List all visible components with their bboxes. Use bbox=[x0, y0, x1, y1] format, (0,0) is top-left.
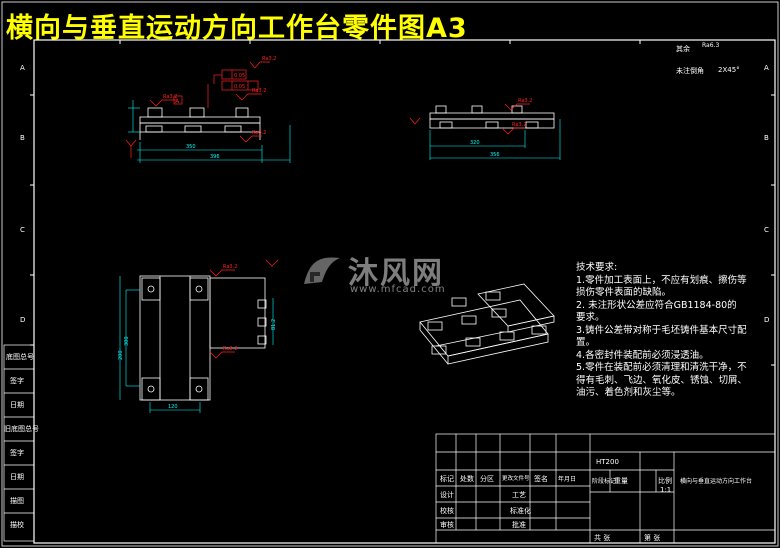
dim-120: 120 bbox=[168, 404, 178, 410]
dim-81: 81.2 bbox=[271, 319, 277, 330]
tb-cell-count: 处数 bbox=[460, 475, 474, 483]
tb-cell-stage: 阶段标记 bbox=[592, 478, 617, 485]
notes-line-1: 1.零件加工表面上，不应有划痕、擦伤等 bbox=[576, 274, 747, 286]
tb-cell-approve: 批准 bbox=[512, 521, 526, 529]
tolerance-2: 0.05 bbox=[234, 84, 245, 90]
tb-cell-design: 设计 bbox=[440, 491, 454, 499]
edge-letter-a: A bbox=[20, 64, 25, 72]
front-view-left: 350 396 A 0.05 0.05 Ra3.2 Ra3.2 Ra3.2 Ra… bbox=[125, 56, 291, 163]
ra-label-4: Ra3.2 bbox=[252, 130, 266, 136]
strip-label-3: 日期 bbox=[10, 401, 24, 409]
tb-material: HT200 bbox=[596, 458, 619, 466]
tb-cell-date: 年月日 bbox=[558, 476, 577, 483]
notes-line-10: 油污、着色剂和灰尘等。 bbox=[576, 387, 681, 398]
tolerance-1: 0.05 bbox=[234, 73, 245, 79]
ra-label-5: Ra3.2 bbox=[518, 98, 532, 104]
chamfer-label: 未注倒角 bbox=[676, 67, 704, 75]
isometric-view bbox=[419, 283, 555, 365]
edge-letter-c: C bbox=[20, 226, 25, 234]
surface-other-label: 其余 bbox=[676, 45, 690, 53]
notes-line-2: 损伤零件表面的缺陷。 bbox=[576, 287, 672, 298]
strip-label-7: 描图 bbox=[10, 497, 24, 505]
drawing-title: 横向与垂直运动方向工作台零件图A3 bbox=[6, 13, 468, 44]
tb-cell-zone: 分区 bbox=[480, 475, 494, 483]
edge-letter-b: B bbox=[20, 134, 25, 142]
datum-label: A bbox=[175, 98, 180, 105]
title-block-grid bbox=[435, 433, 776, 544]
dim-356: 356 bbox=[490, 152, 500, 158]
top-view: 300 200 120 81.2 Ra3.2 Ra3.2 bbox=[118, 259, 279, 413]
notes-heading: 技术要求: bbox=[576, 262, 618, 273]
ra-label-8: Ra3.2 bbox=[223, 346, 237, 352]
dim-300: 300 bbox=[124, 336, 130, 346]
tb-cell-sheet-no: 第 张 bbox=[644, 534, 661, 542]
tb-cell-sign: 签名 bbox=[534, 475, 548, 483]
ra-label-6: Ra3.2 bbox=[512, 122, 526, 128]
tb-cell-process: 工艺 bbox=[512, 491, 526, 499]
edge-letter-b-right: B bbox=[764, 134, 769, 142]
dim-350: 350 bbox=[186, 144, 196, 150]
dim-320: 320 bbox=[470, 140, 480, 146]
tb-cell-standard: 标准化 bbox=[510, 507, 531, 515]
tb-cell-review: 审核 bbox=[440, 521, 454, 529]
tb-cell-scale: 比例 bbox=[658, 477, 672, 485]
watermark-brand: 沐风网 bbox=[348, 256, 444, 291]
ra-label-7: Ra3.2 bbox=[223, 264, 237, 270]
strip-label-2: 签字 bbox=[10, 377, 24, 385]
notes-line-6: 置。 bbox=[576, 337, 596, 348]
tb-scale-value: 1:1 bbox=[660, 486, 672, 494]
left-record-strip bbox=[3, 344, 35, 542]
strip-label-5: 签字 bbox=[10, 449, 24, 457]
notes-line-5: 3.铸件公差带对称于毛坯铸件基本尺寸配 bbox=[576, 324, 747, 336]
edge-letter-c-right: C bbox=[764, 226, 769, 234]
edge-letter-d-right: D bbox=[764, 316, 770, 324]
ra-label-1: Ra3.2 bbox=[163, 94, 177, 100]
chamfer-value: 2X45° bbox=[718, 66, 740, 74]
notes-line-8: 5.零件在装配前必须清理和清洗干净，不 bbox=[576, 362, 747, 373]
ra-label-2: Ra3.2 bbox=[262, 56, 276, 62]
dim-200: 200 bbox=[118, 350, 124, 360]
surface-other-value: Ra6.3 bbox=[702, 42, 720, 49]
side-view-right: 320 356 Ra3.2 Ra3.2 bbox=[409, 98, 561, 160]
watermark-logo-icon bbox=[304, 257, 340, 284]
ra-label-3: Ra3.2 bbox=[252, 88, 266, 94]
notes-line-7: 4.各密封件装配前必须浸透油。 bbox=[576, 349, 709, 361]
tb-cell-check: 校核 bbox=[440, 507, 454, 515]
strip-label-6: 日期 bbox=[10, 473, 24, 481]
edge-letter-a-right: A bbox=[764, 64, 769, 72]
tb-cell-change: 更改文件号 bbox=[502, 476, 530, 482]
dim-396: 396 bbox=[210, 154, 220, 160]
tb-cell-weight: 重量 bbox=[614, 477, 628, 485]
tb-part-name: 横向与垂直运动方向工作台 bbox=[680, 478, 753, 485]
strip-label-1: 底图总号 bbox=[6, 353, 34, 361]
tb-cell-mark: 标记 bbox=[440, 475, 454, 483]
strip-label-4: 旧底图总号 bbox=[4, 425, 39, 433]
technical-requirements: 技术要求: 1.零件加工表面上，不应有划痕、擦伤等 损伤零件表面的缺陷。 2. … bbox=[576, 262, 748, 400]
watermark-url: www.mfcad.com bbox=[350, 284, 446, 295]
tb-cell-sheets-total: 共 张 bbox=[594, 534, 611, 542]
notes-line-9: 得有毛刺、飞边、氧化皮、锈蚀、切屑、 bbox=[576, 374, 748, 386]
notes-line-3: 2. 未注形状公差应符合GB1184-80的 bbox=[576, 299, 737, 311]
edge-letter-d: D bbox=[20, 316, 26, 324]
notes-line-4: 要求。 bbox=[576, 312, 605, 323]
strip-label-8: 描校 bbox=[10, 521, 24, 529]
